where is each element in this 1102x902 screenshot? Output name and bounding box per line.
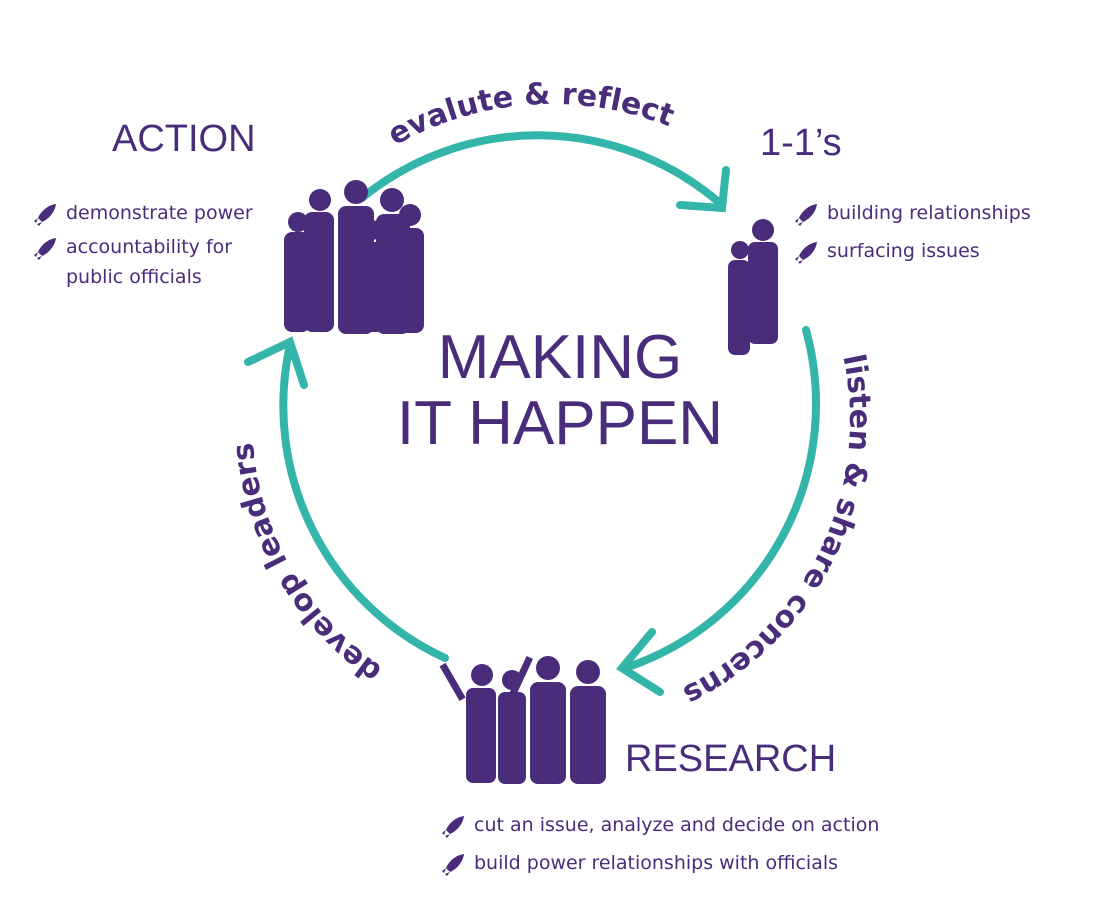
arc-label-char: t bbox=[475, 83, 496, 120]
rocket-icon bbox=[34, 204, 56, 226]
arrowhead-left bbox=[244, 336, 308, 389]
bullet-item: building relationships bbox=[793, 198, 1093, 228]
arc-label-char: s bbox=[226, 441, 263, 462]
stage-title-action: ACTION bbox=[112, 118, 256, 160]
bullet-item: demonstrate power bbox=[32, 198, 282, 228]
rocket-icon bbox=[795, 204, 817, 226]
arrow-top bbox=[358, 131, 726, 209]
stage-title-one-on-ones: 1-1’s bbox=[760, 122, 842, 164]
arc-label-char: n bbox=[841, 429, 877, 453]
arc-label-char: & bbox=[523, 77, 551, 113]
rocket-icon bbox=[442, 854, 464, 876]
action-bullets: demonstrate power accountability for pub… bbox=[32, 198, 282, 292]
stage-title-research: RESEARCH bbox=[625, 738, 837, 780]
pair-silhouette bbox=[728, 219, 778, 355]
center-title-line-2: IT HAPPEN bbox=[396, 389, 724, 458]
arc-label-char: s bbox=[839, 374, 876, 396]
action-group-silhouette bbox=[284, 180, 424, 334]
arc-label-char: r bbox=[228, 458, 265, 478]
rocket-icon bbox=[795, 242, 817, 264]
bullet-item: cut an issue, analyze and decide on acti… bbox=[440, 810, 1060, 840]
bullet-item: build power relationships with officials bbox=[440, 848, 1060, 878]
arc-label-char: & bbox=[835, 459, 874, 491]
arc-label-char: r bbox=[561, 77, 578, 113]
rocket-icon bbox=[442, 816, 464, 838]
one-on-ones-bullets: building relationships surfacing issues bbox=[793, 198, 1093, 266]
research-bullets: cut an issue, analyze and decide on acti… bbox=[440, 810, 1060, 878]
bullet-item: surfacing issues bbox=[793, 236, 1093, 266]
bullet-item: accountability for public officials bbox=[32, 232, 282, 292]
arrow-right bbox=[621, 326, 820, 672]
center-title-line-1: MAKING bbox=[437, 323, 683, 392]
arrowhead-top bbox=[676, 166, 730, 213]
arc-label-char: e bbox=[842, 409, 877, 429]
arc-label-char: e bbox=[490, 79, 515, 117]
arrowhead-right bbox=[616, 628, 664, 696]
rocket-icon bbox=[34, 238, 56, 260]
arc-label-char: e bbox=[575, 78, 599, 115]
arc-label-char: t bbox=[841, 393, 877, 409]
research-group-silhouette bbox=[439, 656, 606, 784]
center-title: MAKING IT HAPPEN bbox=[340, 325, 780, 457]
arrow-left bbox=[279, 341, 449, 662]
